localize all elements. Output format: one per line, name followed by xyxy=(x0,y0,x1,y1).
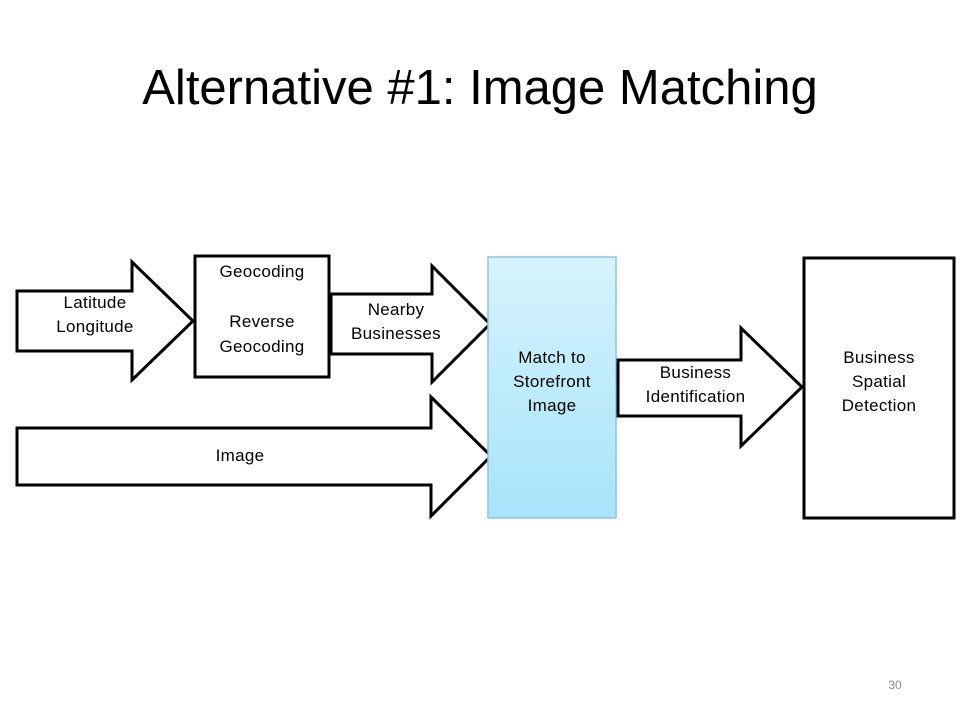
latlong-line-2: Longitude xyxy=(56,317,134,337)
latlong-arrow-label: Latitude Longitude xyxy=(20,291,170,339)
slide-title: Alternative #1: Image Matching xyxy=(142,61,818,115)
geocoding-line-4: Geocoding xyxy=(219,336,305,356)
nearby-arrow-label: Nearby Businesses xyxy=(331,298,461,346)
match-line-1: Match to xyxy=(518,348,586,367)
identification-line-1: Business xyxy=(659,363,732,382)
geocoding-box-shape xyxy=(193,254,331,379)
latlong-arrow-shape xyxy=(15,258,196,384)
identification-line-2: Identification xyxy=(645,387,746,407)
geocoding-box-label: Geocoding Reverse Geocoding xyxy=(195,260,329,360)
image-arrow-label: Image xyxy=(160,444,320,468)
geocoding-line-3: Reverse xyxy=(229,311,295,331)
identification-arrow-shape xyxy=(616,324,805,450)
match-line-2: Storefront xyxy=(513,372,591,392)
image-arrow-shape xyxy=(15,393,494,520)
nearby-line-1: Nearby xyxy=(367,300,425,319)
latlong-line-1: Latitude xyxy=(63,293,127,312)
identification-arrow-label: Business Identification xyxy=(618,361,773,409)
match-line-3: Image xyxy=(527,396,577,416)
nearby-arrow-shape xyxy=(329,262,493,386)
geocoding-line-1: Geocoding xyxy=(219,262,305,281)
page-number: 30 xyxy=(888,678,902,692)
detection-line-1: Business xyxy=(843,348,915,367)
detection-line-2: Spatial xyxy=(851,372,907,392)
detection-line-3: Detection xyxy=(841,396,917,416)
detection-box-label: Business Spatial Detection xyxy=(804,346,954,418)
match-box-label: Match to Storefront Image xyxy=(488,346,616,418)
detection-box-shape xyxy=(802,256,956,520)
match-box-shape xyxy=(487,256,617,519)
nearby-line-2: Businesses xyxy=(351,324,441,344)
image-arrow-text: Image xyxy=(215,446,265,465)
geocoding-line-2 xyxy=(195,285,329,310)
